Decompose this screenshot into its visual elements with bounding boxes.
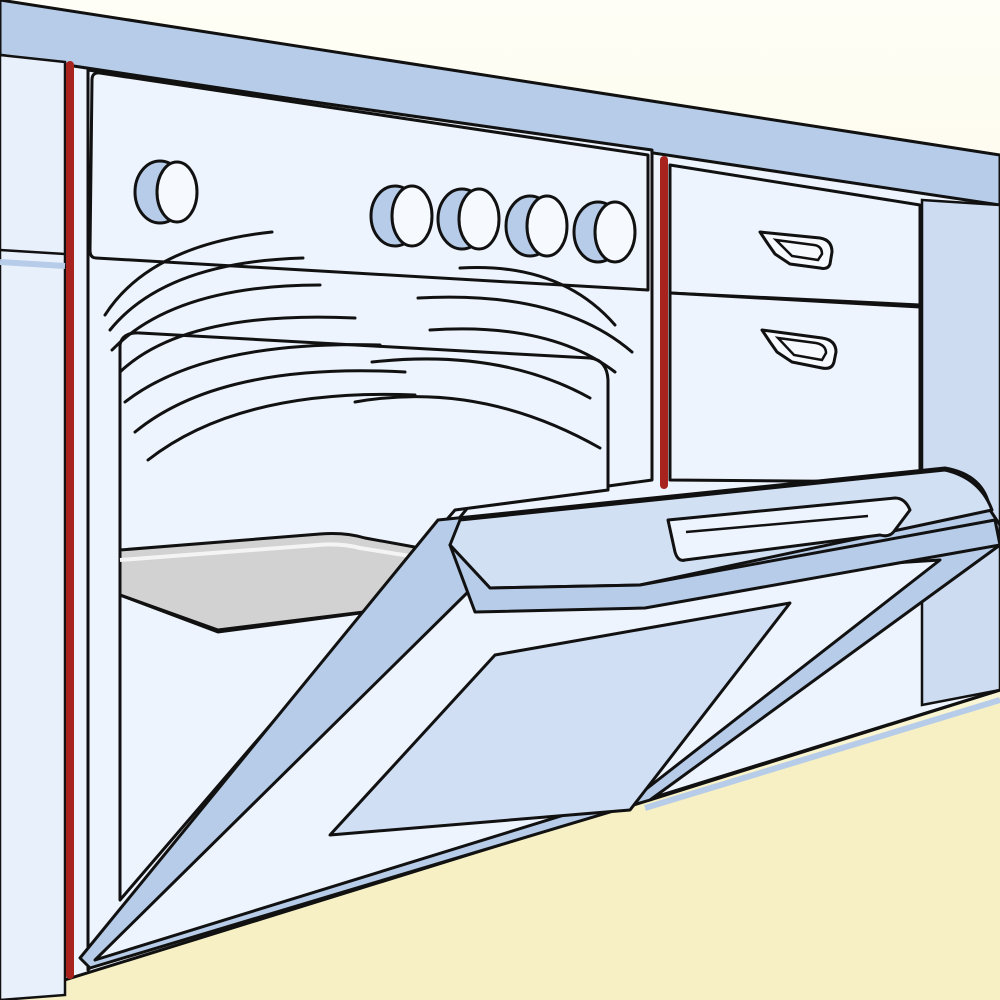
drawer-handle-icon[interactable] (758, 230, 834, 270)
baking-tray-icon (118, 532, 422, 634)
control-knob-icon[interactable] (369, 184, 434, 248)
control-knob-icon[interactable] (504, 194, 569, 258)
heat-wave-icon (103, 230, 634, 462)
left-cabinet-seam (0, 248, 66, 256)
drawer-handle-icon[interactable] (760, 328, 838, 370)
control-knob-icon[interactable] (133, 159, 199, 225)
control-knob-icon[interactable] (436, 187, 501, 251)
cabinet-base-trim (644, 697, 1000, 811)
door-handle-icon[interactable] (666, 496, 912, 562)
control-knob-icon[interactable] (572, 200, 637, 264)
door-window (328, 601, 792, 837)
left-cabinet-seam-2 (0, 259, 66, 269)
left-cabinet-panel (0, 53, 67, 1000)
drawer-lower[interactable] (668, 291, 922, 484)
cabinet-base (649, 688, 1000, 802)
right-side-panel (920, 198, 1000, 707)
top-trim (0, 0, 1000, 207)
